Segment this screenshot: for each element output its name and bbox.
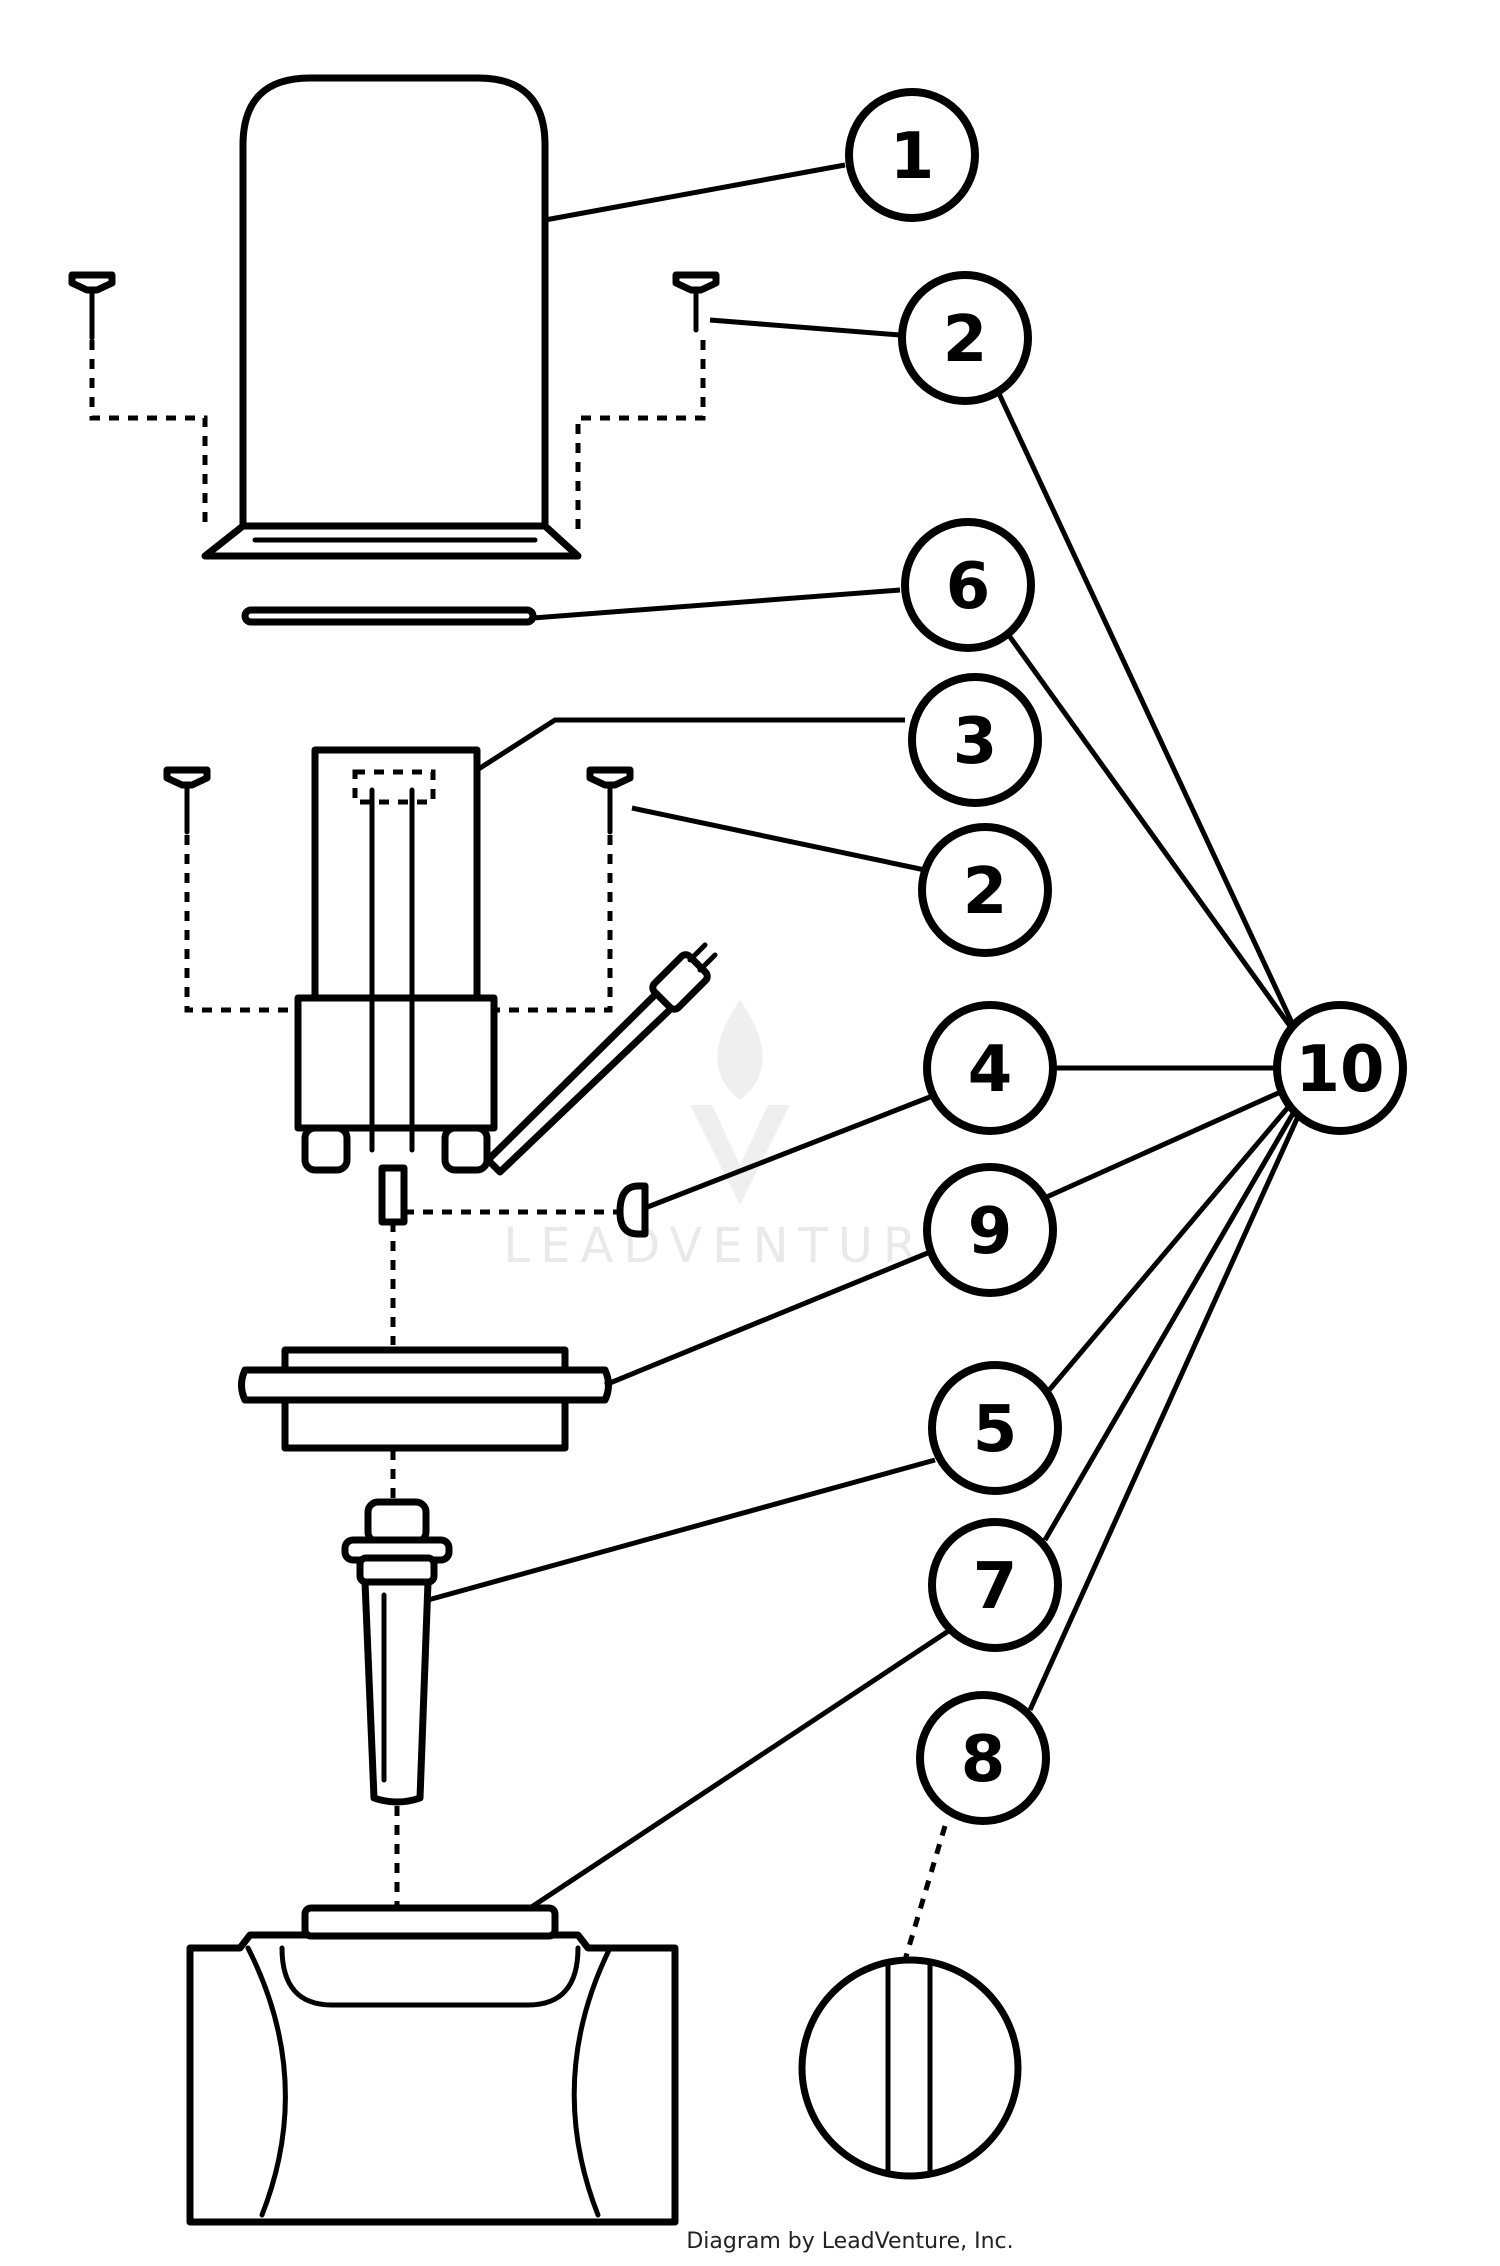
screw-path-left-lower [184, 835, 298, 1013]
strainer-leader [902, 1825, 948, 1961]
screw-path-right-upper [575, 340, 706, 530]
svg-text:5: 5 [973, 1393, 1018, 1467]
callout-2-lower: 2 [918, 823, 1052, 957]
callout-5: 5 [928, 1361, 1062, 1495]
svg-text:4: 4 [968, 1033, 1013, 1107]
screw-path-left-upper [89, 340, 208, 530]
callout-2-upper: 2 [898, 271, 1032, 405]
part-3-solenoid [294, 746, 498, 1174]
part-6-gasket [241, 606, 537, 626]
callout-4: 4 [923, 1001, 1057, 1135]
part-2-screw-right-upper [672, 271, 720, 333]
part-5-stem [341, 1498, 453, 1806]
leader-lines [427, 162, 1303, 1911]
svg-text:6: 6 [946, 550, 991, 624]
svg-text:8: 8 [961, 1723, 1006, 1797]
part-3-power-cord [484, 942, 718, 1176]
callout-1: 1 [845, 88, 979, 222]
callout-3: 3 [908, 673, 1042, 807]
svg-text:1: 1 [890, 120, 935, 194]
svg-text:10: 10 [1295, 1033, 1384, 1107]
part-9-diaphragm [238, 1346, 612, 1452]
part-1-cover [201, 74, 582, 560]
part-8-strainer [798, 1956, 1022, 2180]
part-2-screw-right-lower [586, 766, 634, 835]
svg-text:9: 9 [968, 1195, 1013, 1269]
callout-6: 6 [901, 518, 1035, 652]
part-7-valve-body [186, 1904, 679, 2226]
callout-10: 10 [1273, 1001, 1407, 1135]
part-2-screw-left-lower [163, 766, 211, 835]
watermark-flame-icon [717, 1000, 763, 1100]
svg-text:3: 3 [953, 705, 998, 779]
part-2-screw-left-upper [68, 271, 116, 341]
svg-text:2: 2 [963, 855, 1008, 929]
credit-text: Diagram by LeadVenture, Inc. [686, 2229, 1013, 2254]
svg-text:7: 7 [973, 1550, 1018, 1624]
callout-7: 7 [928, 1518, 1062, 1652]
screw-path-right-lower [494, 835, 613, 1013]
callout-9: 9 [923, 1163, 1057, 1297]
watermark-v-icon [690, 1105, 790, 1205]
svg-text:2: 2 [943, 303, 988, 377]
callout-8: 8 [916, 1691, 1050, 1825]
part-4-stem [378, 1164, 408, 1226]
part-4-plug [616, 1182, 649, 1238]
watermark-text: LEADVENTURE [503, 1218, 966, 1274]
watermark: LEADVENTURE [503, 1000, 966, 1274]
